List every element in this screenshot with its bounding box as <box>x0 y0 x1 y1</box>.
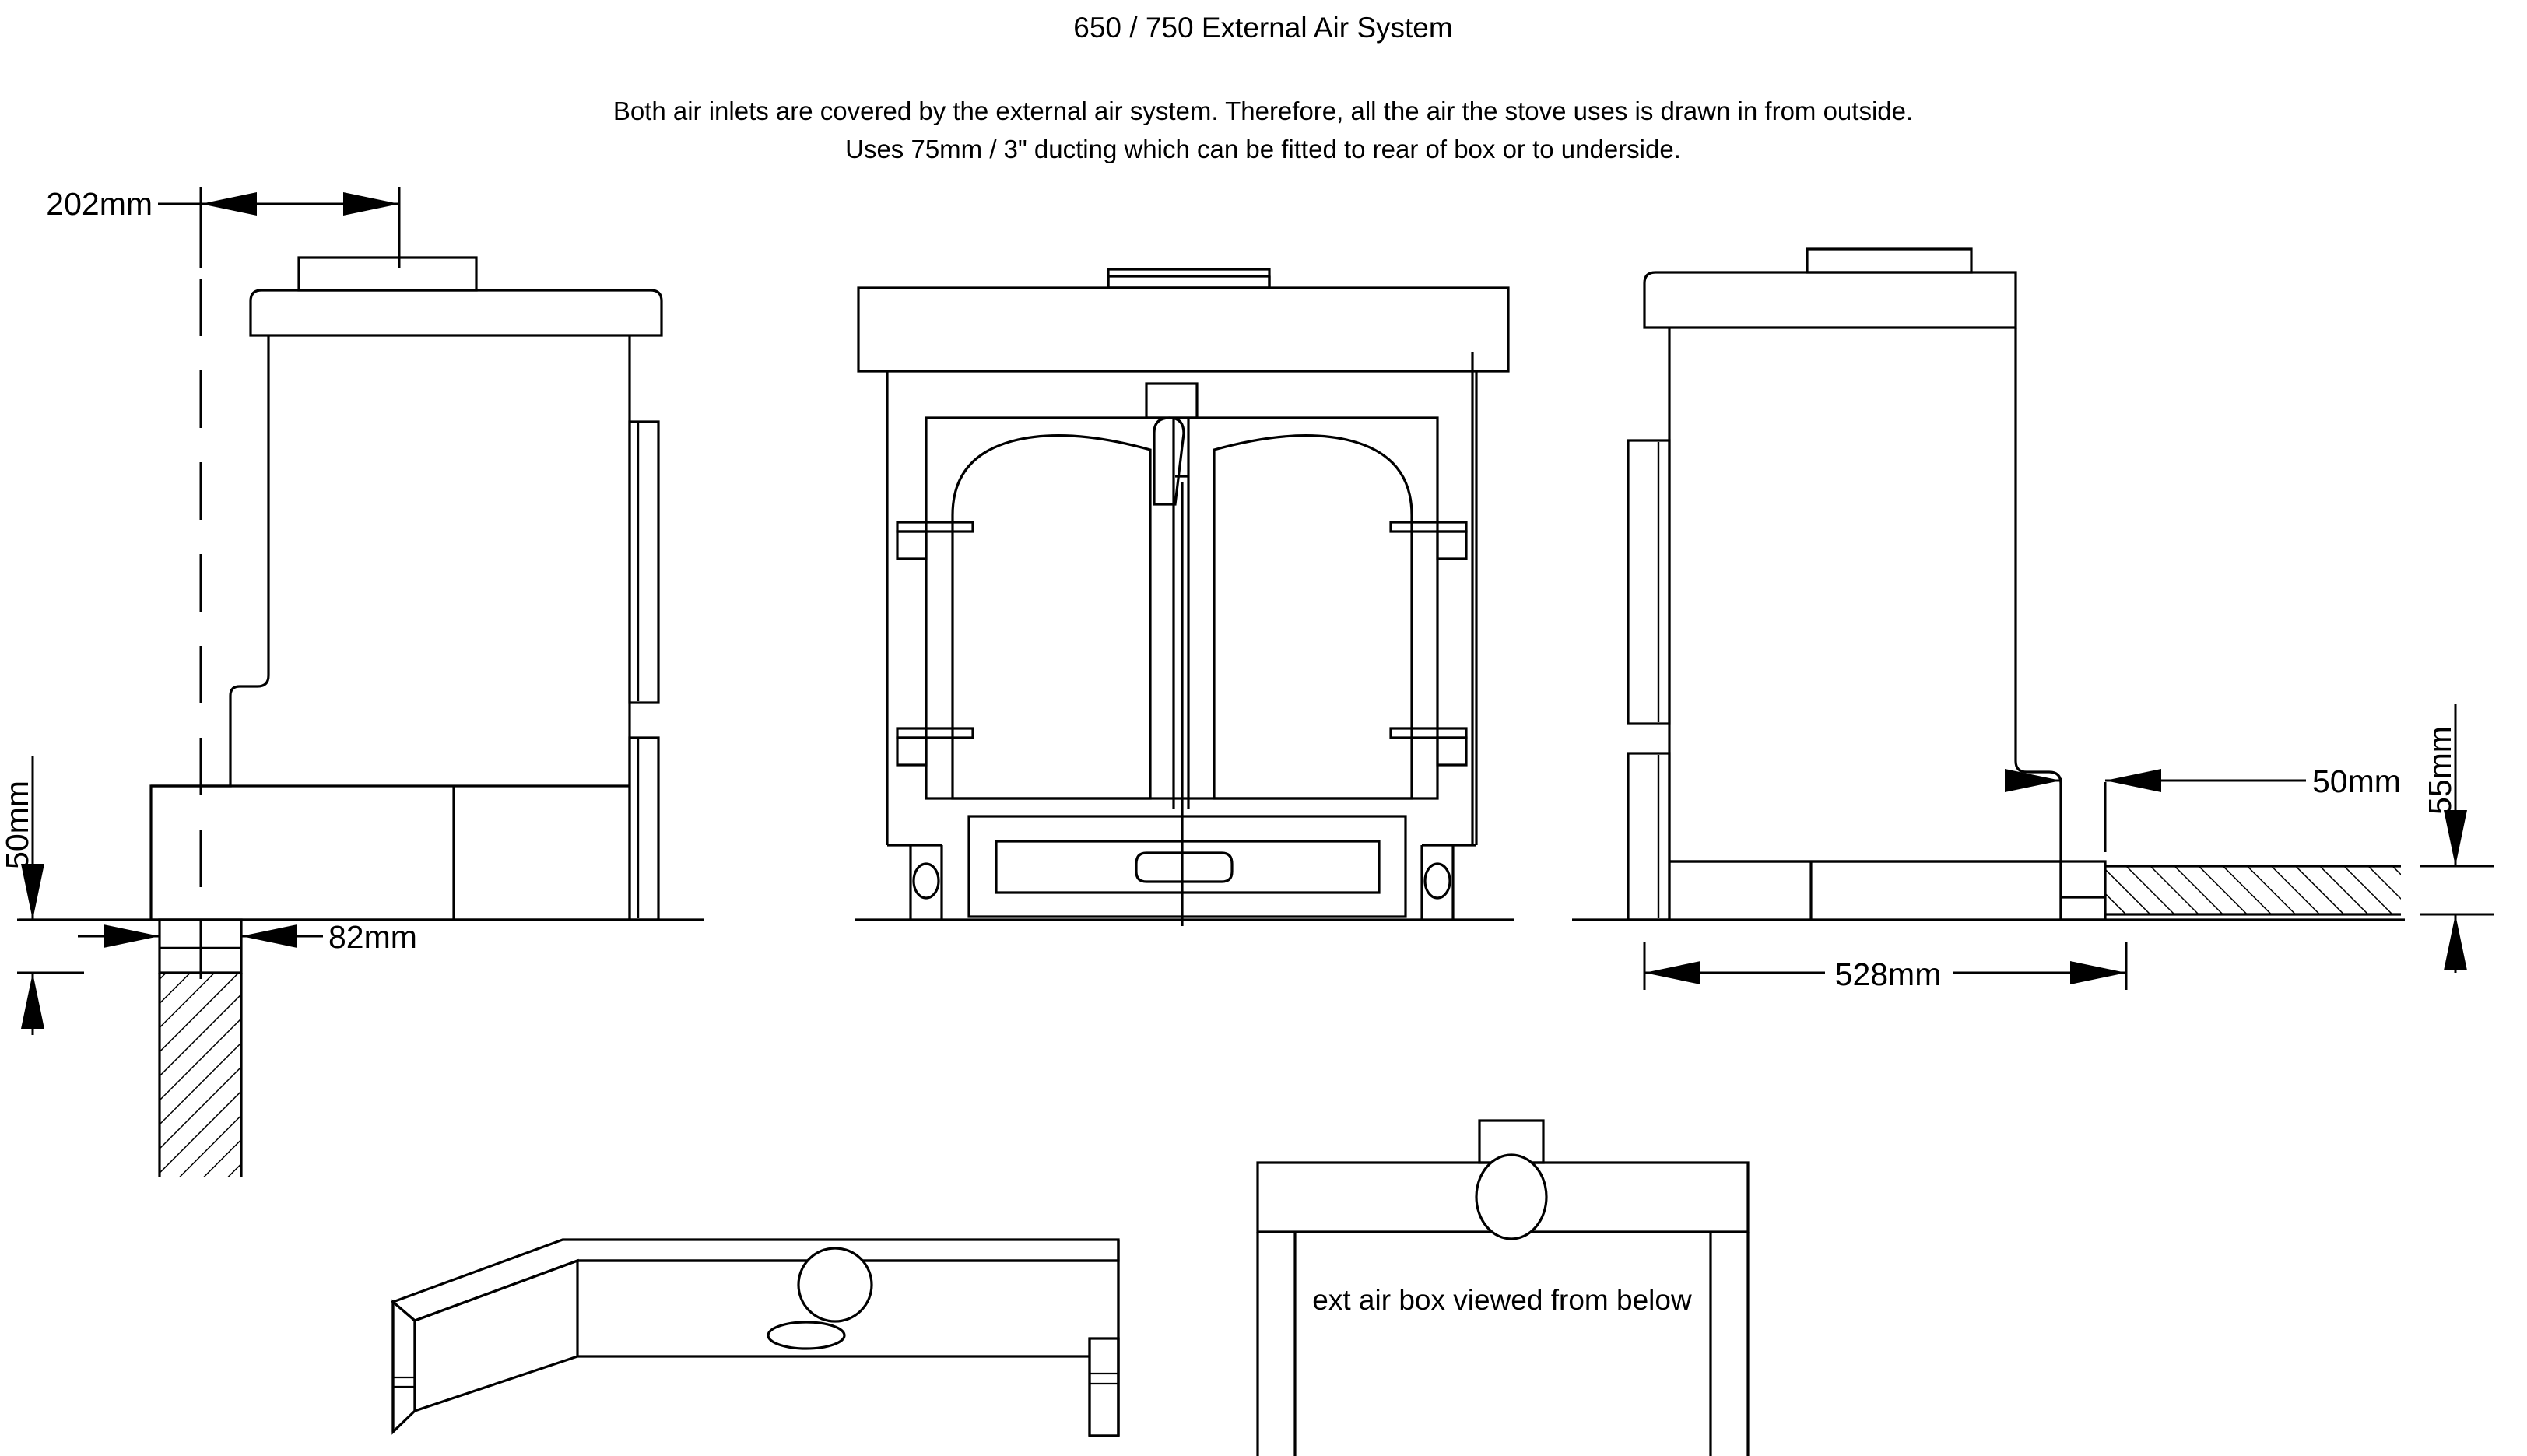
hinge-right-lower-arm <box>1389 727 1468 739</box>
hinge-right-upper-arm <box>1389 521 1468 533</box>
dimension-528mm: 528mm <box>1643 942 2128 992</box>
ducting-hatch-underside <box>160 973 241 1177</box>
flue-spigot-top <box>297 256 478 292</box>
door-edge-plate-upper <box>628 420 660 704</box>
arrowhead-55-down <box>2444 810 2467 866</box>
arrowhead-82-right <box>241 924 297 948</box>
leg-right-fixing-hole <box>1423 862 1451 900</box>
iso-rear-wall-inner-face <box>413 1258 579 1413</box>
door-frame <box>925 416 1439 800</box>
right-door-plate-upper <box>1627 439 1671 725</box>
hinge-left-lower-block <box>896 736 928 767</box>
iso-air-hole-rear <box>797 1247 873 1323</box>
rear-air-collar <box>2059 860 2107 921</box>
iso-left-end-cap <box>391 1299 416 1435</box>
right-top-plate <box>1643 271 2017 329</box>
front-elevation-view <box>855 268 1514 926</box>
iso-air-box-view <box>390 1238 1120 1437</box>
door-handle-boss <box>1145 382 1199 419</box>
arrowhead-528-left <box>1644 961 1700 984</box>
left-side-elevation-view: 202mm 50mm 82mm <box>0 186 704 1177</box>
hinge-left-upper-block <box>896 530 928 560</box>
below-view-caption: ext air box viewed from below <box>1312 1284 1692 1316</box>
hinge-right-upper-block <box>1436 530 1468 560</box>
ash-pan-drawer <box>967 815 1407 918</box>
hinge-right-lower-block <box>1436 736 1468 767</box>
arrowhead-50r-right <box>2105 769 2161 792</box>
front-flue-spigot <box>1107 275 1271 289</box>
below-air-hole <box>1475 1153 1548 1240</box>
dimension-50mm-left: 50mm <box>0 756 84 1035</box>
arrowhead-202-left <box>201 192 257 216</box>
below-side-walls <box>1256 1232 1750 1456</box>
dim-label-82: 82mm <box>328 919 417 955</box>
ash-pan-handle <box>1135 851 1234 883</box>
stove-top-plate <box>249 289 663 337</box>
dimension-82mm: 82mm <box>78 919 417 955</box>
ash-pan-inner-panel <box>995 840 1381 894</box>
iso-left-end-notch <box>393 1376 416 1388</box>
dim-label-55: 55mm <box>2422 726 2458 815</box>
iso-right-end-cap <box>1088 1337 1120 1437</box>
front-flue-spigot-body <box>1107 268 1271 289</box>
air-box-below-view: ext air box viewed from below <box>1256 1119 1750 1456</box>
dimension-55mm: 55mm <box>2420 704 2494 973</box>
right-door-plate-lower <box>1627 752 1671 921</box>
arrowhead-50r-left <box>2005 769 2061 792</box>
right-side-elevation-view: 50mm 55mm 528mm <box>1572 247 2494 992</box>
door-handle-lever <box>1153 416 1185 506</box>
ducting-outline-underside <box>158 973 243 1177</box>
door-edge-plate-lower <box>628 736 660 921</box>
note-line-1: Both air inlets are covered by the exter… <box>613 96 1913 125</box>
ducting-outline-rear <box>2105 865 2401 916</box>
iso-right-end-notch <box>1090 1372 1120 1385</box>
stove-body-outline <box>149 335 631 921</box>
door-panel-left <box>951 434 1152 800</box>
front-top-plate <box>857 286 1510 373</box>
arrowhead-202-right <box>343 192 399 216</box>
dim-label-50-right: 50mm <box>2312 763 2401 799</box>
page-title: 650 / 750 External Air System <box>1073 12 1452 44</box>
dimension-50mm-right: 50mm <box>2005 763 2401 867</box>
leg-left-fixing-hole <box>912 862 940 900</box>
front-flue-spigot-sides <box>1107 276 1271 288</box>
right-body-outline <box>1668 328 2062 920</box>
door-panel-right <box>1213 434 1413 800</box>
iso-air-hole-base <box>767 1321 846 1350</box>
arrowhead-55-up <box>2444 914 2467 970</box>
arrowhead-50-left-up <box>21 973 44 1029</box>
ducting-hatch-rear <box>2105 866 2401 914</box>
arrowhead-50-left-down <box>21 864 44 920</box>
dim-label-528: 528mm <box>1835 956 1942 992</box>
iso-rear-wall-top-face <box>390 1238 1120 1322</box>
hinge-left-lower-arm <box>896 727 974 739</box>
note-line-2: Uses 75mm / 3" ducting which can be fitt… <box>845 135 1681 163</box>
right-flue-spigot <box>1806 247 1973 274</box>
dim-label-202: 202mm <box>46 186 153 222</box>
iso-right-end-cap-edges <box>1090 1338 1120 1437</box>
dimension-202mm: 202mm <box>46 186 401 268</box>
arrowhead-528-right <box>2070 961 2126 984</box>
dim-label-50-left: 50mm <box>0 781 35 869</box>
hinge-left-upper-arm <box>896 521 974 533</box>
arrowhead-82-left <box>104 924 160 948</box>
